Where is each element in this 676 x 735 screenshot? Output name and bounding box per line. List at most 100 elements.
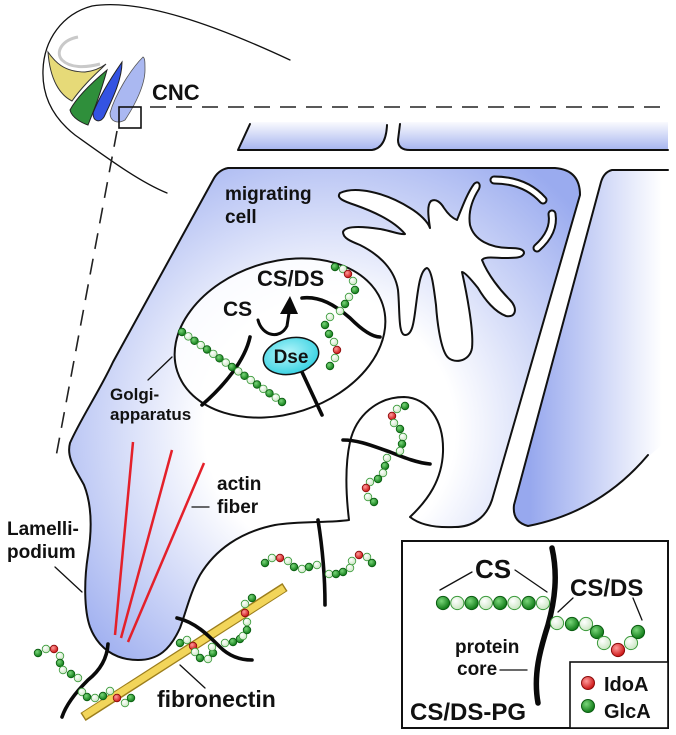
bead-glca (380, 461, 390, 471)
bead-unlabeled (238, 631, 248, 641)
bead-unlabeled (120, 698, 130, 708)
bead-glca (215, 354, 224, 363)
bead-glca (277, 397, 287, 407)
neighbor-cell-right (513, 170, 668, 526)
bead-unlabeled (392, 404, 402, 414)
bead-unlabeled (382, 453, 392, 463)
bead-unlabeled (182, 635, 192, 645)
chain-fibronectin (175, 593, 257, 664)
bead-unlabeled (55, 651, 65, 661)
bead-unlabeled (240, 599, 250, 609)
legend-core-label: core (457, 659, 497, 680)
lamellipodium-label-line2: podium (7, 542, 76, 563)
legend-cs-leader-left (439, 571, 473, 591)
eye-arc (57, 35, 101, 69)
bead-glca (367, 558, 377, 568)
protein-core-lamellipodium (60, 642, 110, 719)
bead-glca (55, 658, 65, 668)
bead-unlabeled (395, 446, 405, 456)
bead-unlabeled (242, 617, 252, 627)
protein-core-knob (341, 438, 432, 466)
bead-unlabeled (623, 635, 639, 651)
bead-unlabeled (90, 693, 100, 703)
bead-glca (373, 474, 383, 484)
bead-unlabeled (41, 644, 51, 654)
bead-glca (338, 567, 348, 577)
bead-key: IdoA GlcA (569, 661, 669, 729)
csds-label-golgi: CS/DS (257, 266, 324, 291)
bead-unlabeled (345, 563, 355, 573)
bead-glca (369, 497, 379, 507)
bead-unlabeled (221, 358, 230, 367)
bead-unlabeled (325, 312, 335, 322)
bead-glca (493, 595, 508, 611)
bead-unlabeled (209, 349, 218, 359)
bead-glca (260, 558, 270, 568)
bead-unlabeled (362, 552, 372, 562)
legend-cs-ds-pg: CS CS/DS protein core CS/DS-PG IdoA GlcA (401, 540, 669, 729)
zoom-dashed-line-diagonal (54, 130, 118, 463)
golgi-label-line2: apparatus (110, 405, 191, 424)
bead-unlabeled (246, 375, 255, 385)
bead-unlabeled (389, 418, 399, 428)
bead-glca (240, 371, 249, 380)
chain-golgi-csds (320, 262, 360, 371)
bead-glca (304, 562, 314, 572)
bead-idoa (361, 483, 371, 493)
golgi-leader-line (147, 356, 173, 381)
bead-unlabeled (578, 616, 594, 632)
actin-fiber-2 (119, 449, 174, 639)
cnc-label: CNC (152, 80, 200, 105)
bead-key-glca-icon (581, 699, 595, 713)
legend-title: CS/DS-PG (410, 699, 526, 726)
fibronectin-leader-line (179, 664, 206, 689)
dse-stem (300, 370, 324, 417)
bead-glca (395, 424, 405, 434)
bead-unlabeled (207, 642, 217, 652)
bead-unlabeled (344, 292, 354, 302)
bead-glca (630, 624, 646, 640)
bead-glca (464, 595, 479, 611)
bead-unlabeled (77, 687, 87, 697)
bead-unlabeled (283, 556, 293, 566)
bead-unlabeled (324, 569, 334, 579)
dse-label: Dse (274, 347, 309, 368)
lobe-green (69, 68, 108, 126)
bead-glca (325, 361, 335, 371)
bead-glca (195, 653, 205, 663)
actin-label-line2: fiber (217, 497, 259, 518)
bead-idoa (343, 269, 353, 279)
dse-enzyme (262, 336, 320, 376)
legend-chain-csds (549, 615, 646, 658)
bead-glca (175, 638, 185, 648)
bead-unlabeled (330, 353, 340, 363)
bead-glca (435, 595, 451, 611)
actin-label-line1: actin (217, 474, 261, 495)
bead-glca (340, 299, 350, 309)
bead-glca (289, 562, 299, 572)
bead-unlabeled (220, 638, 230, 648)
neighbor-cell-band-right-outline (397, 123, 669, 151)
bead-glca (589, 624, 605, 640)
organelle-ring-segments (489, 175, 557, 253)
lobe-yellow (47, 50, 107, 102)
fibronectin-label: fibronectin (157, 686, 276, 712)
zoom-region-box (118, 106, 142, 129)
bead-glca (66, 669, 76, 679)
chain-knob (361, 401, 410, 507)
migrating-cell-label-line2: cell (225, 207, 257, 228)
bead-unlabeled (58, 665, 68, 675)
bead-unlabeled (196, 340, 205, 350)
bead-glca (330, 262, 340, 272)
bead-key-idoa-icon (581, 676, 595, 690)
bead-unlabeled (348, 276, 358, 286)
bead-glca (126, 693, 136, 703)
chain-lamellipodium (33, 644, 136, 708)
legend-csds-label: CS/DS (570, 575, 643, 602)
neighbor-cell-right-outline (512, 169, 669, 527)
bead-glca (320, 320, 330, 330)
ring-segment-1 (491, 177, 546, 203)
chain-golgi-cs (177, 327, 287, 407)
neighbor-cell-band-left-outline (237, 123, 388, 151)
